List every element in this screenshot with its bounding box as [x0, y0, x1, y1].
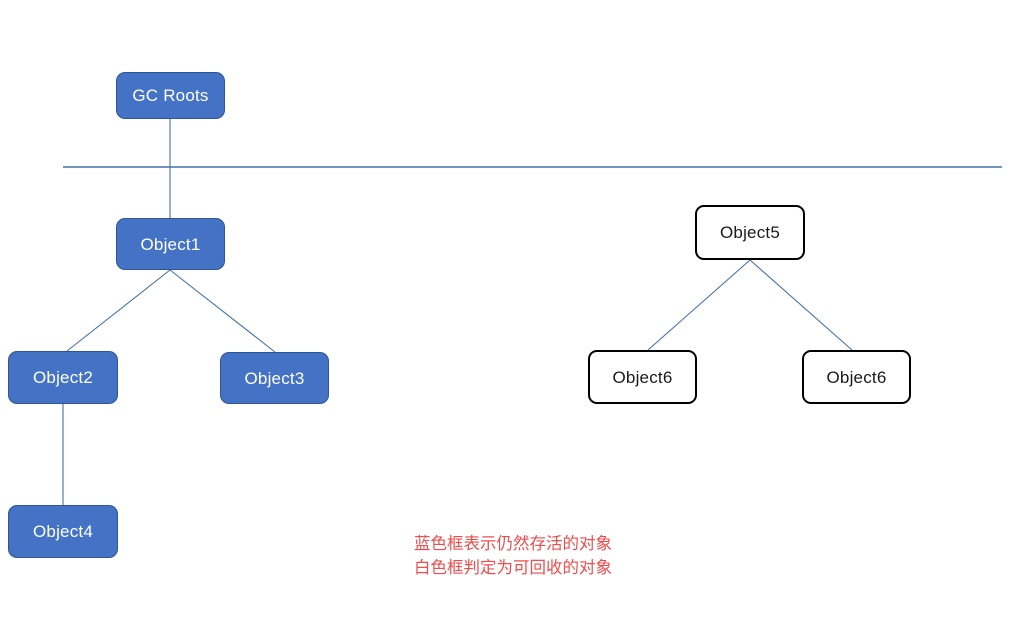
node-object5[interactable]: Object5	[695, 205, 805, 260]
node-object1[interactable]: Object1	[116, 218, 225, 270]
node-label: Object5	[720, 223, 780, 242]
node-label: Object4	[33, 522, 93, 541]
node-label: GC Roots	[132, 86, 209, 105]
legend: 蓝色框表示仍然存活的对象白色框判定为可回收的对象	[414, 532, 612, 580]
edge-object1-to-object3	[169, 269, 276, 353]
node-label: Object6	[826, 367, 887, 387]
legend-line-2: 白色框判定为可回收的对象	[414, 558, 612, 577]
edge-object5-to-object6a	[647, 259, 751, 351]
node-label: Object2	[33, 368, 93, 387]
legend-line-1: 蓝色框表示仍然存活的对象	[414, 534, 612, 553]
node-label: Object6	[612, 367, 673, 387]
node-label: Object1	[140, 234, 201, 254]
node-label: Object3	[244, 368, 305, 388]
node-object6a[interactable]: Object6	[588, 350, 697, 404]
edge-object5-to-object6b	[749, 259, 853, 351]
edge-object1-to-object2	[66, 269, 171, 352]
node-object2[interactable]: Object2	[8, 351, 118, 404]
node-object6b[interactable]: Object6	[802, 350, 911, 404]
node-gc-roots[interactable]: GC Roots	[116, 72, 225, 119]
node-object4[interactable]: Object4	[8, 505, 118, 558]
node-object3[interactable]: Object3	[220, 352, 329, 404]
